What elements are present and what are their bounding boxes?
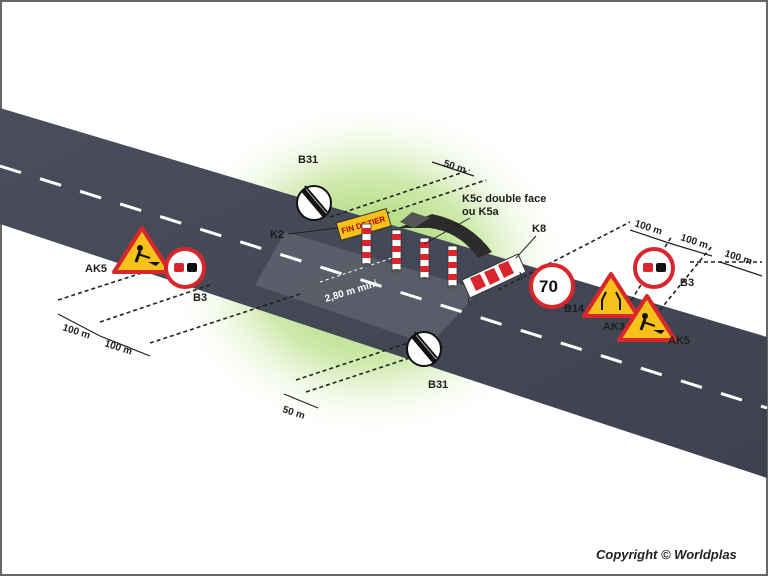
k5-curve-barrier xyxy=(398,214,492,258)
guide-top-1 xyxy=(329,169,471,218)
leader-k2 xyxy=(287,227,339,235)
b31-sign-top xyxy=(296,185,332,221)
guide-left-2 xyxy=(99,284,211,323)
bollard-1 xyxy=(361,223,372,267)
b14-sign: 70 xyxy=(529,263,575,309)
k5-curve-top xyxy=(400,212,430,228)
label-ak5-right: AK5 xyxy=(668,335,690,347)
label-b3-left: B3 xyxy=(193,292,207,304)
arrow-bottom-50 xyxy=(283,393,319,409)
leader-k8 xyxy=(515,235,537,259)
label-b14: B14 xyxy=(564,303,585,315)
arrow-right-100c xyxy=(719,261,763,277)
b3-sign-right xyxy=(633,247,675,289)
label-k5a: ou K5a xyxy=(462,206,500,218)
arrow-left-100a xyxy=(57,313,101,337)
label-ak5-left: AK5 xyxy=(85,263,107,275)
speed-limit-value: 70 xyxy=(539,277,558,296)
arrow-top-50 xyxy=(431,161,475,177)
ak5-sign-left xyxy=(112,226,172,274)
ak5-sign-right xyxy=(617,294,677,342)
b31-sign-bottom xyxy=(406,331,442,367)
label-ak3: AK3 xyxy=(603,321,625,333)
width-indicator xyxy=(319,257,393,283)
k5-bollards xyxy=(361,223,458,289)
center-lane-line xyxy=(0,164,768,410)
arrow-left-100b xyxy=(99,335,151,357)
label-b3-right: B3 xyxy=(680,277,694,289)
guide-left-3 xyxy=(149,293,301,344)
arrow-right-100b xyxy=(671,243,713,257)
work-area-patch xyxy=(255,232,480,345)
bollard-2 xyxy=(391,229,402,273)
label-k2: K2 xyxy=(270,229,284,241)
dimension-arrows xyxy=(57,161,763,409)
guide-right-1 xyxy=(497,221,631,291)
bollard-4 xyxy=(447,245,458,289)
b3-sign-left xyxy=(164,247,206,289)
label-k8: K8 xyxy=(532,223,546,235)
label-b31-top: B31 xyxy=(298,154,318,166)
bollard-3 xyxy=(419,237,430,281)
label-k5c: K5c double face xyxy=(462,193,546,205)
copyright-text: Copyright © Worldplas xyxy=(596,547,737,562)
k8-chevron-barrier xyxy=(461,253,527,307)
label-b31-bottom: B31 xyxy=(428,379,448,391)
ak3-sign xyxy=(582,272,640,318)
arrow-right-100a xyxy=(629,229,673,245)
leader-k5 xyxy=(423,217,471,245)
